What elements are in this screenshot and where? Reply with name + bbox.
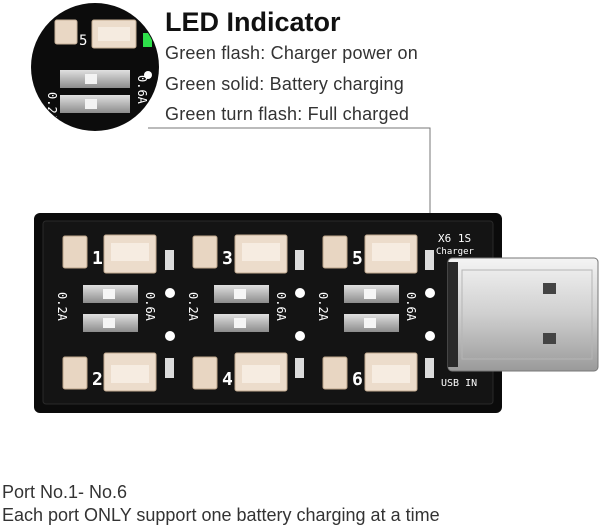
port-number-3: 3 xyxy=(222,248,233,269)
led-markers xyxy=(165,288,435,341)
model-sublabel: Charger xyxy=(436,247,475,257)
port-connector-2 xyxy=(62,352,157,392)
port-connector-4 xyxy=(192,352,288,392)
switch-labels: 0.2A 0.6A 0.2A 0.6A 0.2A 0.6A xyxy=(55,292,418,322)
usb-label: USB IN xyxy=(441,378,477,389)
port-number-1: 1 xyxy=(92,248,103,269)
svg-text:0.6A: 0.6A xyxy=(135,75,149,105)
switch-label-high-1: 0.6A xyxy=(143,292,157,322)
charger-board: 0.2A 0.6A 0.2A 0.6A 0.2A 0.6A 1 2 3 4 5 … xyxy=(34,213,599,413)
led-line-charging: Green solid: Battery charging xyxy=(165,74,404,94)
caption-one-battery: Each port ONLY support one battery charg… xyxy=(2,505,440,525)
callout-line xyxy=(148,127,431,230)
port-numbers: 1 2 3 4 5 6 xyxy=(92,248,363,390)
switch-label-high-2: 0.6A xyxy=(274,292,288,322)
caption-ports: Port No.1- No.6 xyxy=(2,482,128,502)
charger-board-photo: 0.2A 0.6A 5 xyxy=(31,3,599,413)
switch-group-3 xyxy=(344,285,399,332)
port-connector-6 xyxy=(322,352,418,392)
led-line-full-charged: Green turn flash: Full charged xyxy=(165,104,410,124)
switch-label-high-3: 0.6A xyxy=(404,292,418,322)
model-label: X6 1S xyxy=(438,232,471,245)
switch-label-low-2: 0.2A xyxy=(186,292,200,322)
status-leds xyxy=(165,250,434,378)
usb-plug xyxy=(447,257,599,372)
port-connector-3 xyxy=(192,234,288,274)
port-number-2: 2 xyxy=(92,369,103,390)
switch-group-1 xyxy=(83,285,138,332)
led-indicator-title: LED Indicator xyxy=(165,7,341,37)
inset-port-number: 5 xyxy=(79,33,87,49)
switch-label-low-3: 0.2A xyxy=(316,292,330,322)
port-number-6: 6 xyxy=(352,369,363,390)
switch-label-low-1: 0.2A xyxy=(55,292,69,322)
port-number-5: 5 xyxy=(352,248,363,269)
switch-group-2 xyxy=(214,285,269,332)
port-connector-1 xyxy=(62,234,157,274)
led-inset: 0.2A 0.6A 5 xyxy=(31,3,159,131)
port-connector-5 xyxy=(322,234,418,274)
port-number-4: 4 xyxy=(222,369,233,390)
led-line-power-on: Green flash: Charger power on xyxy=(165,43,418,63)
